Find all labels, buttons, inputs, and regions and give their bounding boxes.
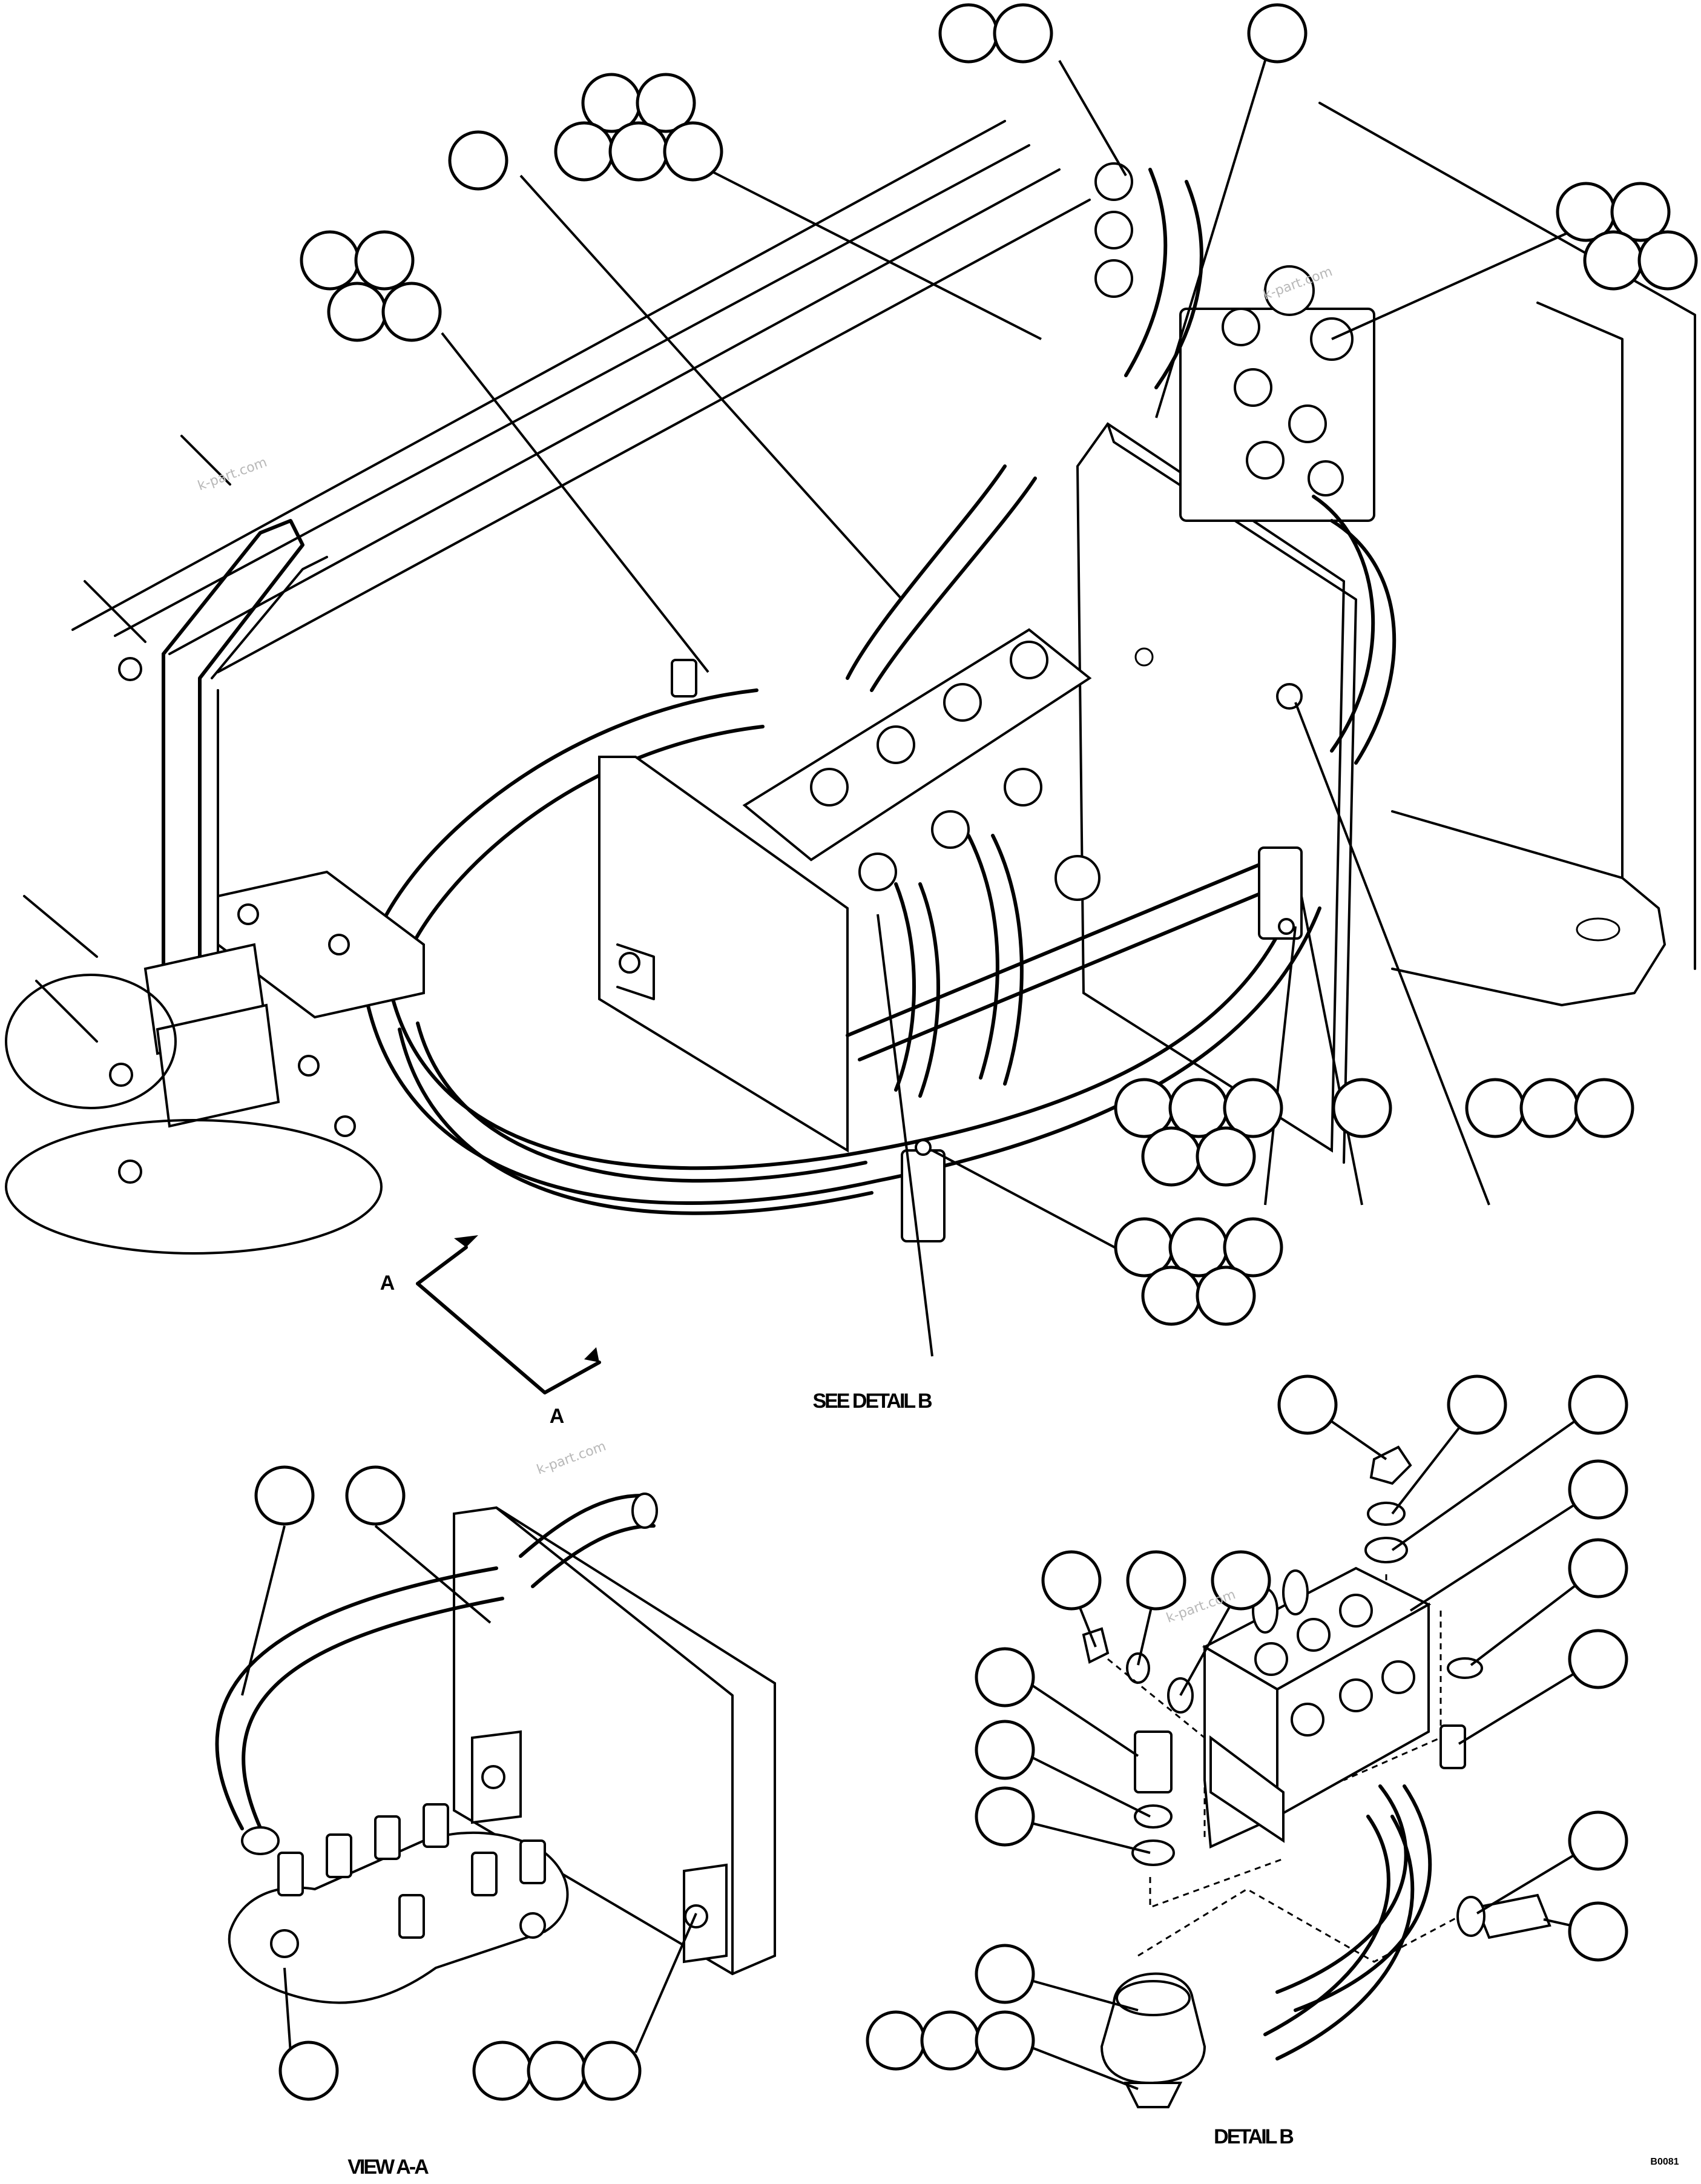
view-aa [215, 1493, 776, 2053]
main-leaders [441, 59, 1574, 1357]
section-arrow-label-1: A [380, 1272, 395, 1295]
view-aa-label: VIEW A-A [347, 2156, 429, 2179]
drawing-code: B0081 [1650, 2157, 1679, 2167]
section-arrow-label-2: A [550, 1405, 565, 1428]
detail-b [1028, 1404, 1599, 2108]
main-view [5, 102, 1696, 1394]
see-detail-b-label: SEE DETAIL B [812, 1390, 932, 1413]
detail-b-callout-bubbles [866, 1374, 1628, 2071]
view-aa-callout-bubbles [254, 1465, 642, 2101]
detail-b-label: DETAIL B [1214, 2125, 1294, 2148]
watermark-3: k-part.com [535, 1439, 608, 1477]
main-callout-bubbles [300, 3, 1698, 1326]
